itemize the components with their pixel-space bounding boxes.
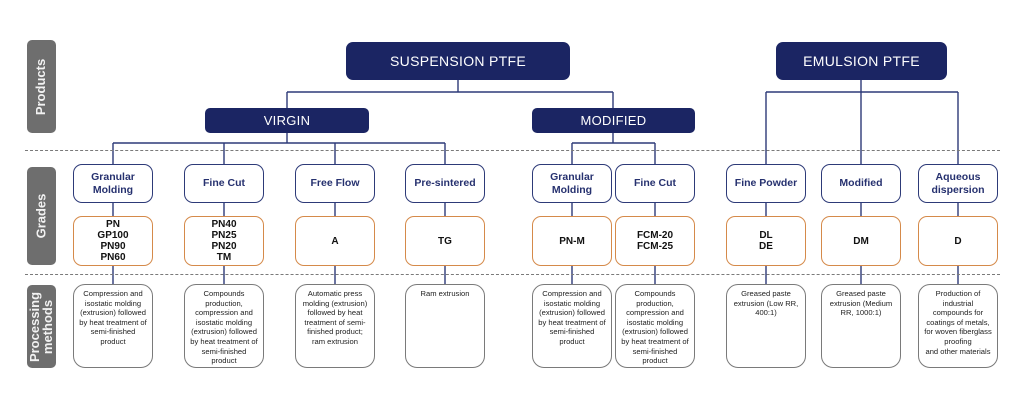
connector-emulsion [765, 80, 959, 164]
subtype-modified: MODIFIED [532, 108, 695, 133]
processing-method-box: Compression and isostatic molding (extru… [532, 284, 612, 368]
product-emulsion-ptfe: EMULSION PTFE [776, 42, 947, 80]
side-label-processing-methods: Processing methods [27, 285, 56, 368]
grade-name-box: Pre-sintered [405, 164, 485, 203]
grade-name-box: Free Flow [295, 164, 375, 203]
subtype-virgin: VIRGIN [205, 108, 369, 133]
connector-columns [112, 203, 959, 284]
grade-name-box: Granular Molding [532, 164, 612, 203]
grade-codes-box: TG [405, 216, 485, 266]
connector-suspension [286, 80, 614, 108]
grade-codes-box: PN40 PN25 PN20 TM [184, 216, 264, 266]
processing-method-box: Automatic press molding (extrusion) foll… [295, 284, 375, 368]
processing-method-box: Production of industrial compounds for c… [918, 284, 998, 368]
separator-products-grades [25, 150, 1000, 151]
grade-name-box: Fine Cut [615, 164, 695, 203]
grade-codes-box: DL DE [726, 216, 806, 266]
grade-codes-box: D [918, 216, 998, 266]
grade-codes-box: PN GP100 PN90 PN60 [73, 216, 153, 266]
processing-method-box: Ram extrusion [405, 284, 485, 368]
processing-method-box: Compounds production, compression and is… [184, 284, 264, 368]
side-label-products: Products [27, 40, 56, 133]
separator-grades-methods [25, 274, 1000, 275]
grade-name-box: Aqueous dispersion [918, 164, 998, 203]
subtype-virgin-label: VIRGIN [263, 113, 311, 128]
side-label-products-text: Products [33, 58, 49, 115]
grade-name-box: Modified [821, 164, 901, 203]
product-emulsion-label: EMULSION PTFE [803, 53, 920, 69]
processing-method-box: Compression and isostatic molding (extru… [73, 284, 153, 368]
side-label-processing-text: Processing methods [27, 291, 56, 362]
side-label-grades-text: Grades [33, 193, 49, 239]
grade-name-box: Fine Cut [184, 164, 264, 203]
grade-codes-box: A [295, 216, 375, 266]
product-suspension-label: SUSPENSION PTFE [390, 53, 526, 69]
grade-codes-box: FCM-20 FCM-25 [615, 216, 695, 266]
product-suspension-ptfe: SUSPENSION PTFE [346, 42, 570, 80]
grade-codes-box: DM [821, 216, 901, 266]
processing-method-box: Compounds production, compression and is… [615, 284, 695, 368]
subtype-modified-label: MODIFIED [580, 113, 647, 128]
side-label-grades: Grades [27, 167, 56, 265]
grade-name-box: Fine Powder [726, 164, 806, 203]
grade-codes-box: PN-M [532, 216, 612, 266]
processing-method-box: Greased paste extrusion (Low RR, 400:1) [726, 284, 806, 368]
connector-modified [571, 133, 656, 164]
processing-method-box: Greased paste extrusion (Medium RR, 1000… [821, 284, 901, 368]
grade-name-box: Granular Molding [73, 164, 153, 203]
connector-virgin [112, 133, 446, 164]
